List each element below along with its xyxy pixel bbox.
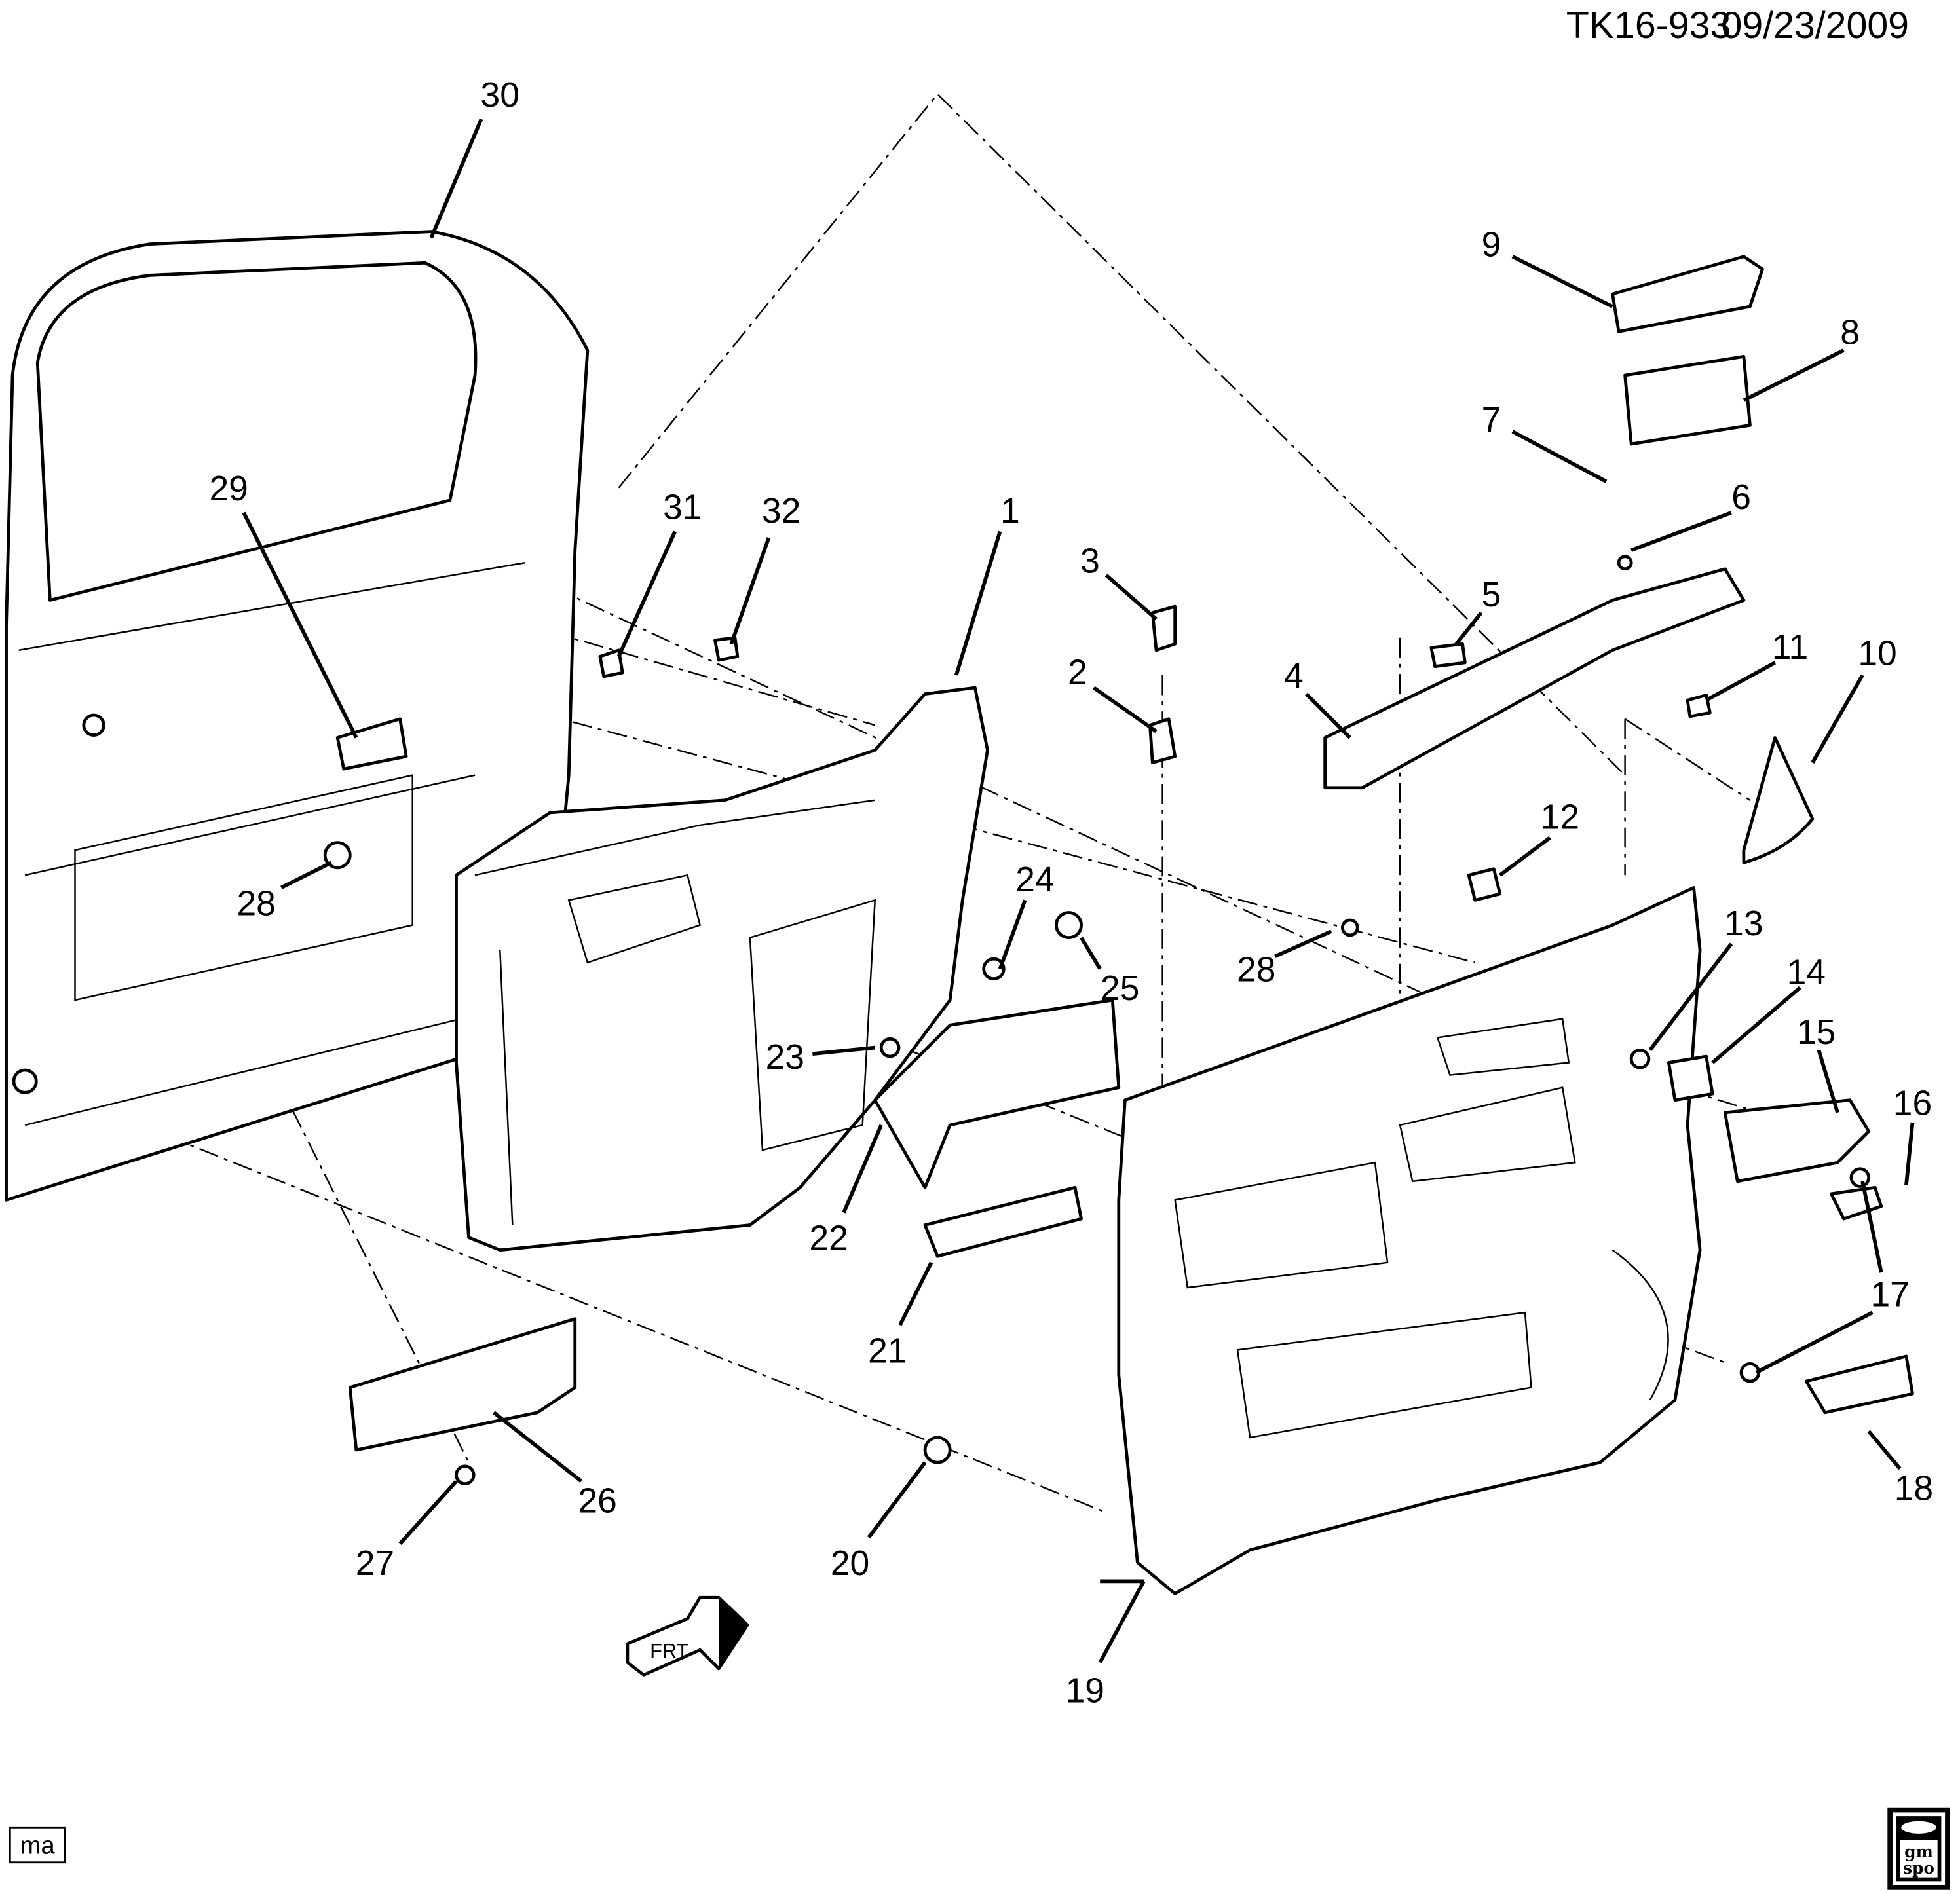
trim-cover: [1742, 735, 1815, 864]
callout-21: 21: [868, 1331, 907, 1370]
front-label: FRT: [650, 1640, 688, 1662]
svg-text:spo: spo: [1903, 1859, 1934, 1878]
switch: [1667, 1054, 1714, 1102]
door-insulator: [455, 686, 989, 1252]
callout-28-left: 28: [236, 884, 275, 923]
callout-1: 1: [1000, 492, 1020, 530]
svg-text:gm: gm: [1904, 1842, 1933, 1861]
lower-bracket: [923, 1185, 1083, 1258]
callout-3: 3: [1080, 542, 1100, 581]
front-arrow-icon: FRT: [626, 1595, 749, 1677]
callout-29: 29: [209, 470, 248, 508]
diagram-id: TK16-933: [1566, 5, 1731, 46]
callout-8: 8: [1840, 313, 1860, 352]
callout-12: 12: [1541, 798, 1579, 837]
leader-lines: [242, 118, 1915, 1663]
callout-17: 17: [1870, 1276, 1909, 1314]
callout-11: 11: [1772, 628, 1808, 667]
corner-tag: ma: [9, 1826, 66, 1864]
callout-4: 4: [1284, 657, 1304, 696]
callout-6: 6: [1731, 478, 1751, 517]
callout-14: 14: [1787, 953, 1826, 992]
courtesy-lamp: [348, 1317, 577, 1452]
handle-cap: [1830, 1185, 1883, 1221]
small-parts: [323, 255, 1914, 1485]
callout-31: 31: [663, 488, 702, 527]
callout-15: 15: [1797, 1013, 1836, 1052]
callout-10: 10: [1858, 635, 1896, 673]
callout-7: 7: [1482, 401, 1501, 439]
callout-16: 16: [1893, 1085, 1932, 1123]
window-switch: [1623, 355, 1752, 446]
switch-bezel: [1611, 255, 1764, 333]
callout-22: 22: [809, 1219, 848, 1258]
callout-labels: 1 2 3 4 5 6 7 8 9 10 11 12 13 14 15 16 1…: [209, 76, 1933, 1711]
callout-20: 20: [831, 1544, 869, 1583]
inside-handle: [1723, 1098, 1871, 1183]
callout-13: 13: [1724, 904, 1763, 943]
diagram-date: 09/23/2009: [1722, 5, 1909, 46]
callout-28-right: 28: [1237, 950, 1275, 989]
callout-5: 5: [1482, 576, 1501, 614]
callout-24: 24: [1015, 861, 1054, 899]
callout-30: 30: [481, 76, 519, 115]
nut: [1467, 867, 1502, 902]
armrest-pull-cup: [1323, 567, 1746, 790]
svg-text:ma: ma: [20, 1831, 56, 1859]
pull-handle-cover: [1804, 1354, 1914, 1415]
callout-18: 18: [1894, 1469, 1933, 1508]
gm-spo-logo: gm spo: [1887, 1807, 1950, 1890]
callout-19: 19: [1066, 1671, 1104, 1710]
door-trim-panel: [1117, 885, 1702, 1595]
callout-23: 23: [766, 1038, 804, 1077]
door-inner-panel: [5, 230, 590, 1202]
callout-27: 27: [356, 1544, 394, 1583]
callout-26: 26: [578, 1481, 616, 1520]
handle-bracket: [873, 998, 1121, 1189]
callout-9: 9: [1482, 226, 1501, 265]
callout-32: 32: [762, 492, 801, 530]
callout-2: 2: [1068, 653, 1087, 692]
callout-25: 25: [1101, 969, 1139, 1008]
